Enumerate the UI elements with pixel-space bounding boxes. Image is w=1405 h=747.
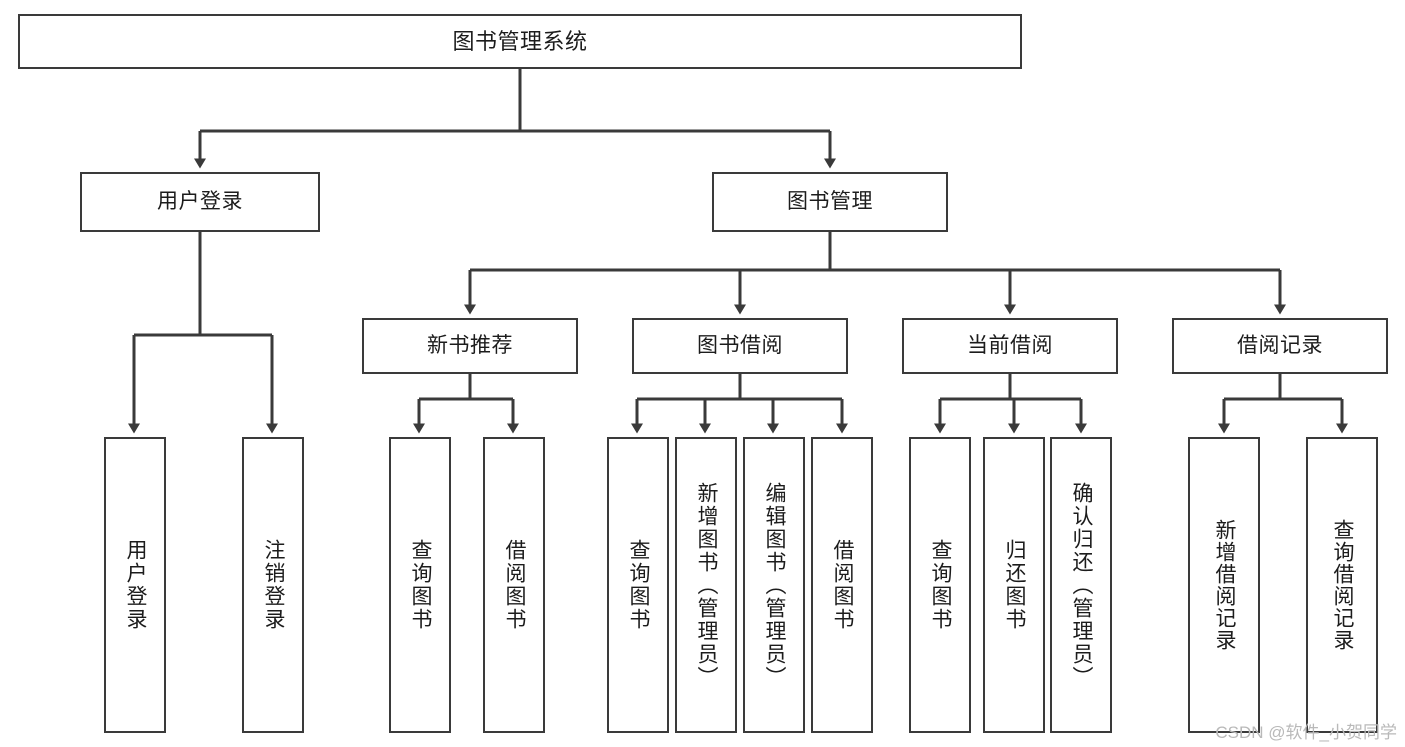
leaf-query-book-3-label: 查询图书	[929, 539, 953, 631]
node-borrow-record-label: 借阅记录	[1237, 333, 1323, 357]
leaf-borrow-book-1[interactable]: 借阅图书	[483, 437, 545, 733]
node-new-book-recommend-label: 新书推荐	[427, 333, 513, 357]
leaf-query-book-1[interactable]: 查询图书	[389, 437, 451, 733]
leaf-query-book-2-label: 查询图书	[627, 539, 651, 631]
node-borrow-record[interactable]: 借阅记录	[1172, 318, 1388, 374]
leaf-borrow-book-2[interactable]: 借阅图书	[811, 437, 873, 733]
node-new-book-recommend[interactable]: 新书推荐	[362, 318, 578, 374]
leaf-confirm-return-admin-label: 确认归还（管理员）	[1070, 481, 1094, 689]
node-user-login[interactable]: 用户登录	[80, 172, 320, 232]
node-book-borrow-label: 图书借阅	[697, 333, 783, 357]
leaf-add-borrow-record[interactable]: 新增借阅记录	[1188, 437, 1260, 733]
leaf-return-book[interactable]: 归还图书	[983, 437, 1045, 733]
leaf-query-book-2[interactable]: 查询图书	[607, 437, 669, 733]
leaf-user-login[interactable]: 用户登录	[104, 437, 166, 733]
leaf-logout-login[interactable]: 注销登录	[242, 437, 304, 733]
node-root[interactable]: 图书管理系统	[18, 14, 1022, 69]
leaf-user-login-label: 用户登录	[124, 539, 148, 631]
leaf-add-borrow-record-label: 新增借阅记录	[1213, 519, 1237, 651]
leaf-confirm-return-admin[interactable]: 确认归还（管理员）	[1050, 437, 1112, 733]
node-user-login-label: 用户登录	[157, 189, 243, 213]
leaf-query-book-3[interactable]: 查询图书	[909, 437, 971, 733]
node-root-label: 图书管理系统	[452, 28, 588, 54]
leaf-add-book-admin[interactable]: 新增图书（管理员）	[675, 437, 737, 733]
node-current-borrow-label: 当前借阅	[967, 333, 1053, 357]
leaf-edit-book-admin-label: 编辑图书（管理员）	[763, 481, 787, 689]
leaf-borrow-book-1-label: 借阅图书	[503, 539, 527, 631]
node-book-borrow[interactable]: 图书借阅	[632, 318, 848, 374]
leaf-return-book-label: 归还图书	[1003, 539, 1027, 631]
leaf-borrow-book-2-label: 借阅图书	[831, 539, 855, 631]
leaf-edit-book-admin[interactable]: 编辑图书（管理员）	[743, 437, 805, 733]
leaf-logout-login-label: 注销登录	[262, 539, 286, 631]
leaf-add-book-admin-label: 新增图书（管理员）	[695, 481, 719, 689]
csdn-watermark: CSDN @软件_小贺同学	[1215, 723, 1397, 742]
node-book-manage[interactable]: 图书管理	[712, 172, 948, 232]
leaf-query-borrow-record-label: 查询借阅记录	[1331, 519, 1355, 651]
node-current-borrow[interactable]: 当前借阅	[902, 318, 1118, 374]
leaf-query-book-1-label: 查询图书	[409, 539, 433, 631]
node-book-manage-label: 图书管理	[787, 189, 873, 213]
leaf-query-borrow-record[interactable]: 查询借阅记录	[1306, 437, 1378, 733]
